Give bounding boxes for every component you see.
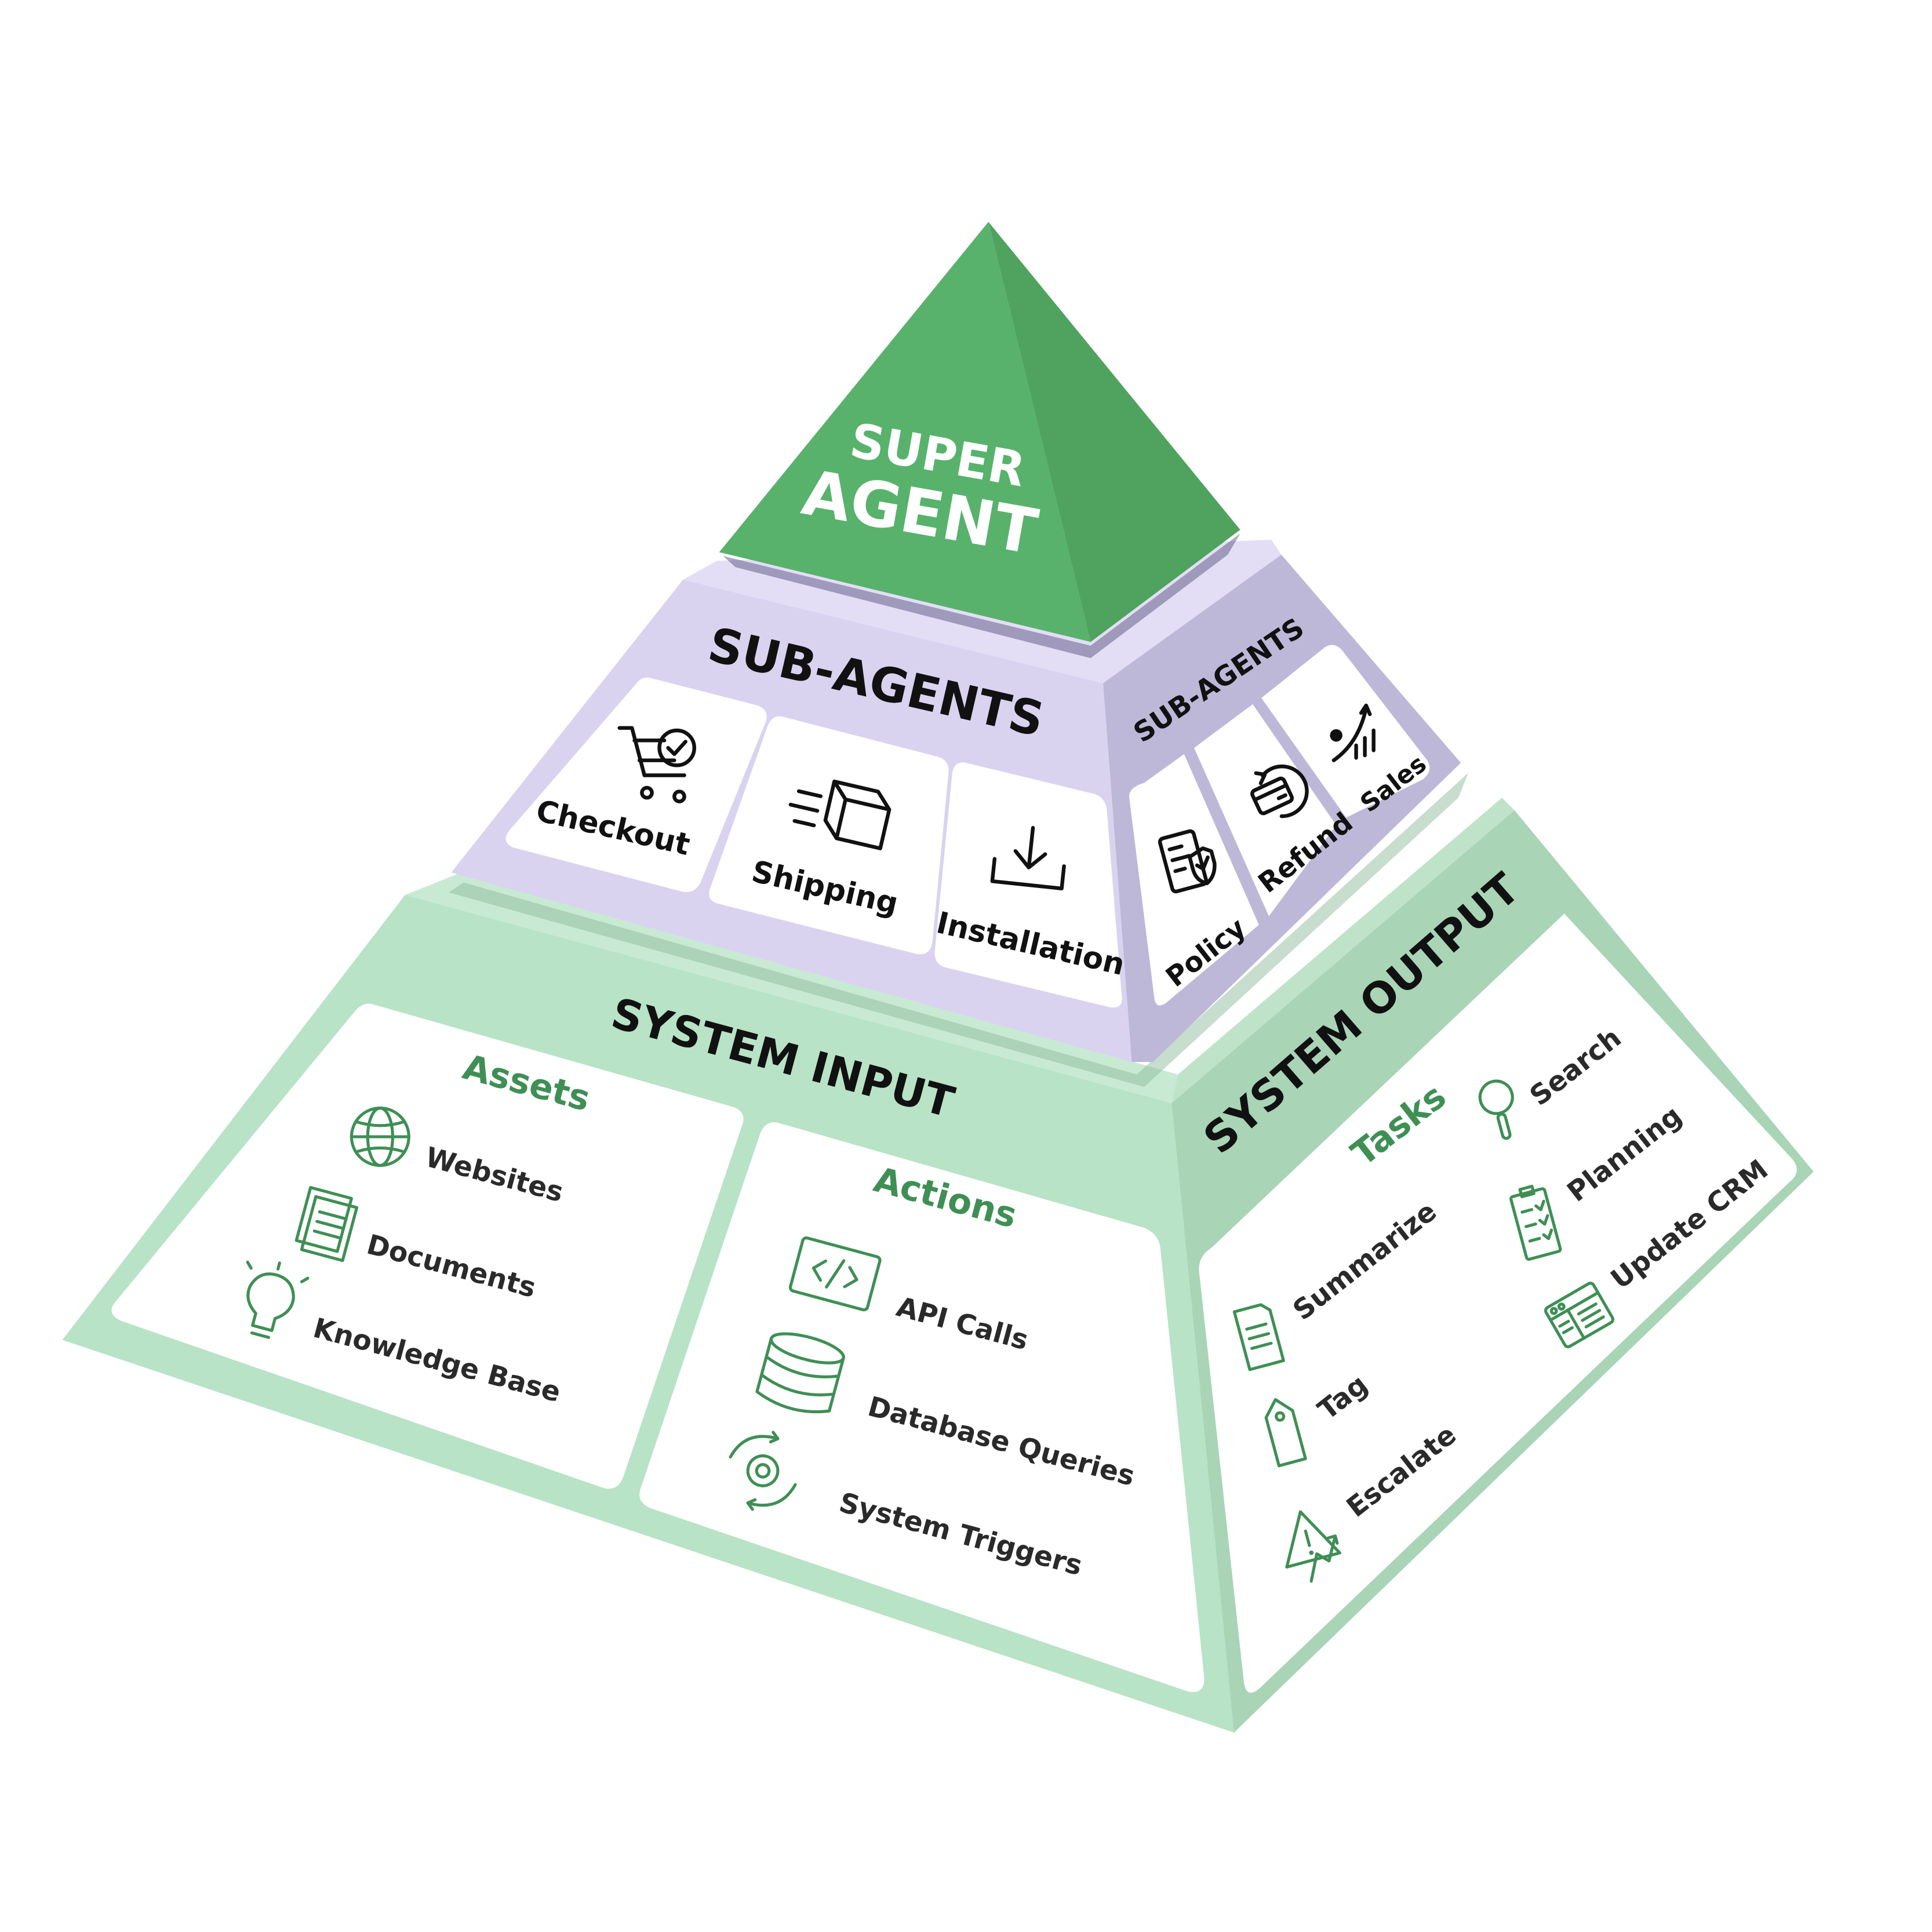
code-icon (788, 1236, 882, 1312)
checklist-icon (1509, 1184, 1562, 1261)
package-icon (788, 779, 892, 850)
shipping-card (709, 716, 949, 955)
crm-window-icon (1544, 1282, 1614, 1348)
download-icon (990, 825, 1066, 891)
warning-escalate-icon (1285, 1510, 1341, 1583)
actions-panel (639, 1122, 1205, 1693)
gear-cycle-icon (729, 1431, 797, 1511)
sales-card (1261, 645, 1430, 818)
tasks-panel (1199, 914, 1797, 1693)
refund-card-icon (1250, 764, 1309, 818)
assets-panel (111, 1003, 744, 1489)
database-icon (755, 1332, 845, 1414)
cart-check-icon (617, 726, 696, 803)
policy-shield-icon (1158, 829, 1217, 894)
documents-icon (294, 1185, 359, 1262)
super-agent-apex: SUPER AGENT (719, 221, 1240, 658)
refund-card (1194, 704, 1337, 916)
apex-right-face (988, 221, 1240, 642)
checkout-card (505, 677, 767, 892)
policy-card (1129, 754, 1259, 1006)
globe-icon (350, 1107, 410, 1167)
tag-icon (1264, 1398, 1307, 1468)
sales-chart-icon (1330, 703, 1376, 762)
mid-shadow (449, 773, 1469, 1087)
document-icon (1232, 1303, 1285, 1371)
apex-left-face (719, 221, 1091, 642)
magnifier-icon (1478, 1079, 1514, 1140)
lightbulb-icon (246, 1260, 310, 1339)
base-side-rim (1171, 798, 1515, 1104)
